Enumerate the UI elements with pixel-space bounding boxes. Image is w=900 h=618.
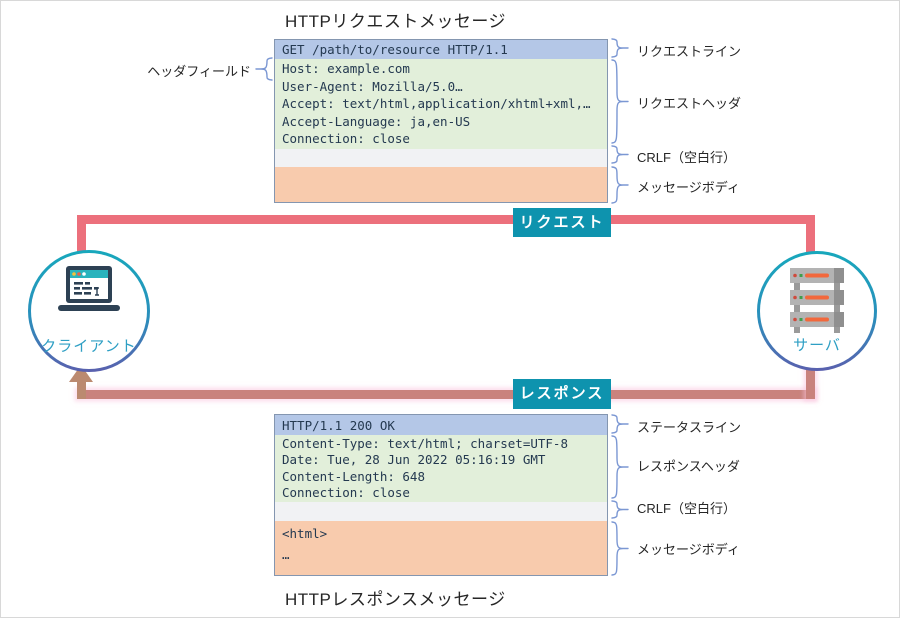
response-body-brace bbox=[611, 521, 629, 576]
response-body-row: <html> … bbox=[275, 521, 607, 575]
status-line-brace bbox=[611, 414, 629, 434]
response-header-line: Content-Type: text/html; charset=UTF-8 bbox=[282, 436, 568, 451]
request-line-brace bbox=[611, 38, 629, 58]
request-header-line: Accept-Language: ja,en-US bbox=[282, 113, 471, 129]
request-body-brace bbox=[611, 166, 629, 204]
request-title: HTTPリクエストメッセージ bbox=[285, 12, 507, 31]
response-crlf-brace bbox=[611, 500, 629, 519]
response-body-line: <html> bbox=[282, 526, 328, 541]
status-line-label: ステータスライン bbox=[637, 420, 742, 435]
response-header-line: Date: Tue, 28 Jun 2022 05:16:19 GMT bbox=[282, 452, 546, 468]
response-header-line: Connection: close bbox=[282, 485, 410, 501]
request-line-label: リクエストライン bbox=[637, 44, 742, 59]
request-headers-section: Host: example.com User-Agent: Mozilla/5.… bbox=[275, 59, 607, 149]
response-badge: レスポンス bbox=[513, 379, 611, 409]
response-headers-label: レスポンスヘッダ bbox=[637, 459, 740, 474]
request-flow-line bbox=[77, 215, 815, 224]
request-header-line: Host: example.com bbox=[282, 61, 410, 76]
request-crlf-brace bbox=[611, 145, 629, 164]
laptop-icon bbox=[58, 266, 120, 311]
request-header-line: User-Agent: Mozilla/5.0… bbox=[282, 78, 463, 94]
request-flow-line-left bbox=[77, 215, 86, 255]
server-icon bbox=[790, 268, 844, 333]
server-node: サーバ bbox=[757, 251, 877, 371]
request-header-line: Connection: close bbox=[282, 131, 410, 147]
response-header-line: Content-Length: 648 bbox=[282, 468, 425, 484]
response-message-box: HTTP/1.1 200 OK Content-Type: text/html;… bbox=[274, 414, 608, 576]
status-line-row: HTTP/1.1 200 OK bbox=[275, 415, 607, 435]
request-line-row: GET /path/to/resource HTTP/1.1 bbox=[275, 40, 607, 59]
request-flow-line-right bbox=[806, 215, 815, 259]
response-crlf-label: CRLF（空白行） bbox=[637, 501, 736, 516]
request-headers-label: リクエストヘッダ bbox=[637, 96, 742, 111]
response-title: HTTPレスポンスメッセージ bbox=[285, 590, 506, 609]
request-body-row bbox=[275, 167, 607, 202]
request-body-label: メッセージボディ bbox=[637, 180, 740, 195]
client-node: クライアント bbox=[28, 250, 150, 372]
request-crlf-label: CRLF（空白行） bbox=[637, 150, 736, 165]
request-badge: リクエスト bbox=[513, 208, 611, 237]
client-label: クライアント bbox=[41, 338, 137, 355]
request-crlf-row bbox=[275, 149, 607, 167]
response-headers-section: Content-Type: text/html; charset=UTF-8 D… bbox=[275, 435, 607, 502]
response-body-line: … bbox=[282, 547, 290, 562]
request-message-box: GET /path/to/resource HTTP/1.1 Host: exa… bbox=[274, 39, 608, 203]
response-flow-line bbox=[77, 390, 815, 399]
response-arrow-shaft bbox=[77, 381, 86, 399]
request-headers-brace bbox=[611, 59, 629, 144]
response-headers-brace bbox=[611, 435, 629, 499]
request-header-line: Accept: text/html,application/xhtml+xml,… bbox=[282, 96, 591, 112]
header-field-brace bbox=[255, 57, 273, 81]
header-field-label: ヘッダフィールド bbox=[147, 64, 251, 79]
response-flow-line-right bbox=[806, 359, 815, 399]
server-label: サーバ bbox=[793, 337, 841, 354]
response-crlf-row bbox=[275, 502, 607, 521]
response-arrow-head bbox=[69, 365, 93, 382]
response-body-label: メッセージボディ bbox=[637, 542, 740, 557]
